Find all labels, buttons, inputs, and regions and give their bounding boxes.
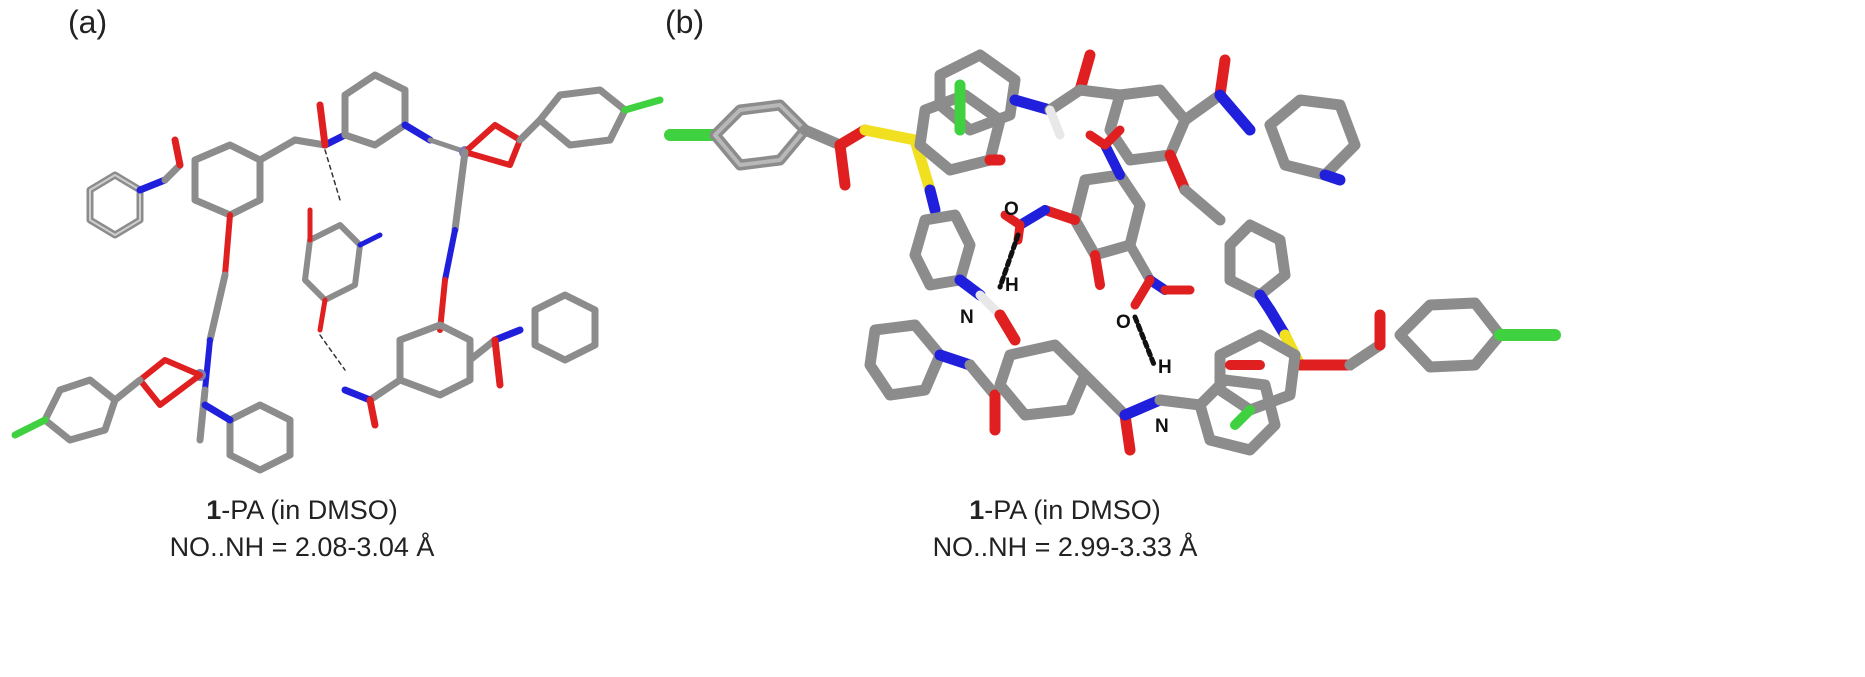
panel-b-caption: 1-PA (in DMSO) NO..NH = 2.99-3.33 Å — [855, 492, 1275, 566]
ring-b-bottom-left-pyridine — [864, 319, 946, 401]
panel-a-compound-suffix: -PA (in DMSO) — [221, 495, 398, 525]
ring-a-lower-center — [396, 321, 474, 399]
ring-b-right-vertical-pyridine — [1224, 219, 1291, 301]
ring-a-bottom-pyridine — [226, 401, 294, 474]
ring-b-top-right-pyridine — [1264, 94, 1361, 181]
atom-label-o-left: O — [1004, 199, 1019, 220]
panel-b-compound: 1-PA (in DMSO) — [855, 492, 1275, 529]
ring-b-bottom-right-pyridine — [1194, 374, 1281, 456]
ring-a-bottomleft — [41, 376, 119, 444]
hbond-right — [1132, 314, 1158, 370]
panel-a-compound-number: 1 — [206, 495, 222, 525]
panel-a-distance: NO..NH = 2.08-3.04 Å — [169, 532, 435, 562]
atom-label-h-right: H — [1158, 357, 1172, 378]
ring-a-top-pyridine — [341, 71, 409, 149]
panel-b-distance: NO..NH = 2.99-3.33 Å — [932, 532, 1198, 562]
panel-a-label: (a) — [68, 4, 108, 40]
atom-label-n-left: N — [960, 307, 974, 328]
ring-a-lower-right-pyridine — [531, 291, 599, 364]
ring-a-topleft — [86, 171, 144, 239]
picric-acid-ring — [302, 222, 363, 303]
panel-b-compound-suffix: -PA (in DMSO) — [984, 495, 1161, 525]
ring-a-upper-center — [191, 141, 264, 219]
panel-a-compound: 1-PA (in DMSO) — [92, 492, 512, 529]
atom-label-h-left: H — [1005, 275, 1019, 296]
panel-b-label: (b) — [665, 4, 705, 40]
atom-label-n-right: N — [1155, 416, 1169, 437]
ring-b-bottom-benzene — [994, 339, 1091, 421]
ring-a-topright — [536, 86, 629, 149]
ring-b-right-chlorophenyl — [1394, 297, 1506, 373]
hbond-left — [997, 232, 1021, 290]
panel-b-compound-number: 1 — [969, 495, 985, 525]
ring-b-top-right-benzene — [1104, 84, 1191, 166]
panel-a-caption: 1-PA (in DMSO) NO..NH = 2.08-3.04 Å — [92, 492, 512, 566]
ring-b-left-vertical-pyridine — [909, 209, 976, 291]
panel-a-molecule — [11, 71, 664, 474]
atom-label-o-right: O — [1116, 312, 1131, 333]
panel-b-molecule: O H N O H N — [664, 49, 1561, 456]
